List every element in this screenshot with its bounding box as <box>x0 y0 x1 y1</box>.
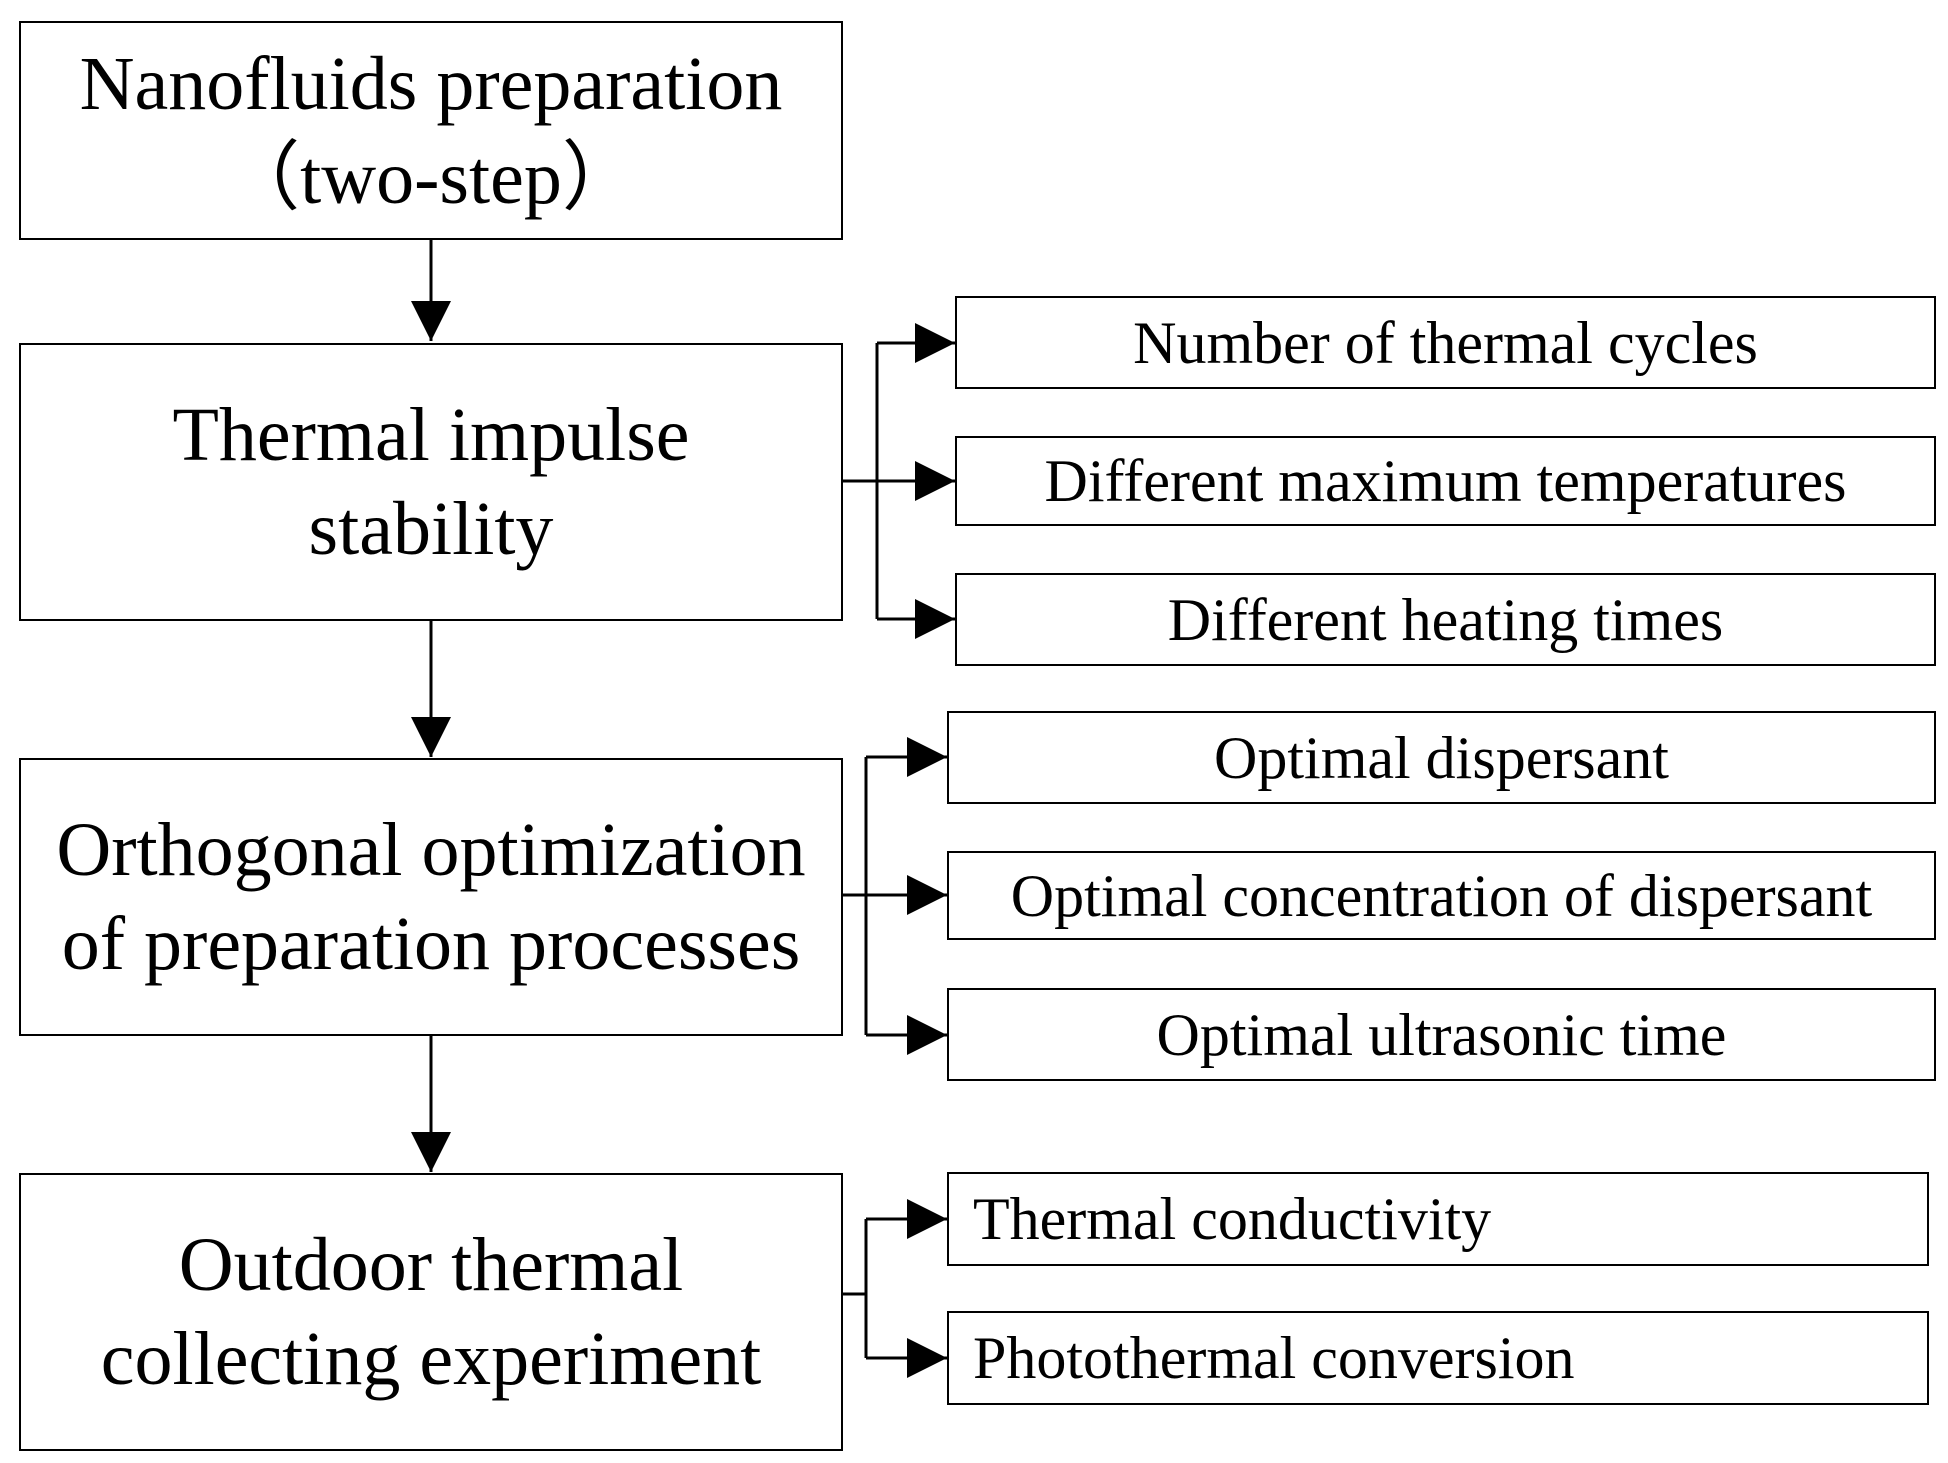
step-nanofluids-preparation-title: Nanofluids preparation <box>79 41 783 126</box>
output-photothermal-conversion-label: Photothermal conversion <box>973 1325 1575 1391</box>
factor-different-maximum-temperatures-label: Different maximum temperatures <box>1044 448 1847 514</box>
step-orthogonal-line-2: of preparation processes <box>61 902 801 986</box>
factor-number-of-thermal-cycles-label: Number of thermal cycles <box>1133 309 1758 376</box>
step-thermal-impulse-line-1: Thermal impulse <box>172 393 690 477</box>
step-outdoor-line-1: Outdoor thermal <box>178 1223 684 1307</box>
output-optimal-ultrasonic-time: Optimal ultrasonic time <box>947 988 1936 1081</box>
step-outdoor-experiment: Outdoor thermal collecting experiment <box>19 1173 843 1451</box>
output-optimal-dispersant: Optimal dispersant <box>947 711 1936 804</box>
output-optimal-concentration-label: Optimal concentration of dispersant <box>1010 862 1873 929</box>
factor-different-heating-times: Different heating times <box>955 573 1936 666</box>
factor-number-of-thermal-cycles: Number of thermal cycles <box>955 296 1936 389</box>
output-optimal-concentration: Optimal concentration of dispersant <box>947 851 1936 940</box>
branch-outdoor <box>842 1199 947 1378</box>
step-outdoor-line-2: collecting experiment <box>100 1317 762 1401</box>
factor-different-maximum-temperatures: Different maximum temperatures <box>955 436 1936 526</box>
output-optimal-ultrasonic-time-label: Optimal ultrasonic time <box>1156 1001 1727 1068</box>
step-nanofluids-preparation-subtitle: （two-step） <box>224 135 638 220</box>
step-orthogonal-line-1: Orthogonal optimization <box>56 808 806 892</box>
step-thermal-impulse-stability: Thermal impulse stability <box>19 343 843 621</box>
step-thermal-impulse-line-2: stability <box>308 487 554 571</box>
output-photothermal-conversion: Photothermal conversion <box>947 1311 1929 1405</box>
branch-orthogonal <box>842 737 947 1055</box>
output-optimal-dispersant-label: Optimal dispersant <box>1214 724 1669 791</box>
step-orthogonal-optimization: Orthogonal optimization of preparation p… <box>19 758 843 1036</box>
factor-different-heating-times-label: Different heating times <box>1167 586 1724 653</box>
branch-thermal-impulse <box>842 323 955 639</box>
output-thermal-conductivity-label: Thermal conductivity <box>973 1186 1492 1252</box>
step-nanofluids-preparation: Nanofluids preparation （two-step） <box>19 21 843 240</box>
output-thermal-conductivity: Thermal conductivity <box>947 1172 1929 1266</box>
